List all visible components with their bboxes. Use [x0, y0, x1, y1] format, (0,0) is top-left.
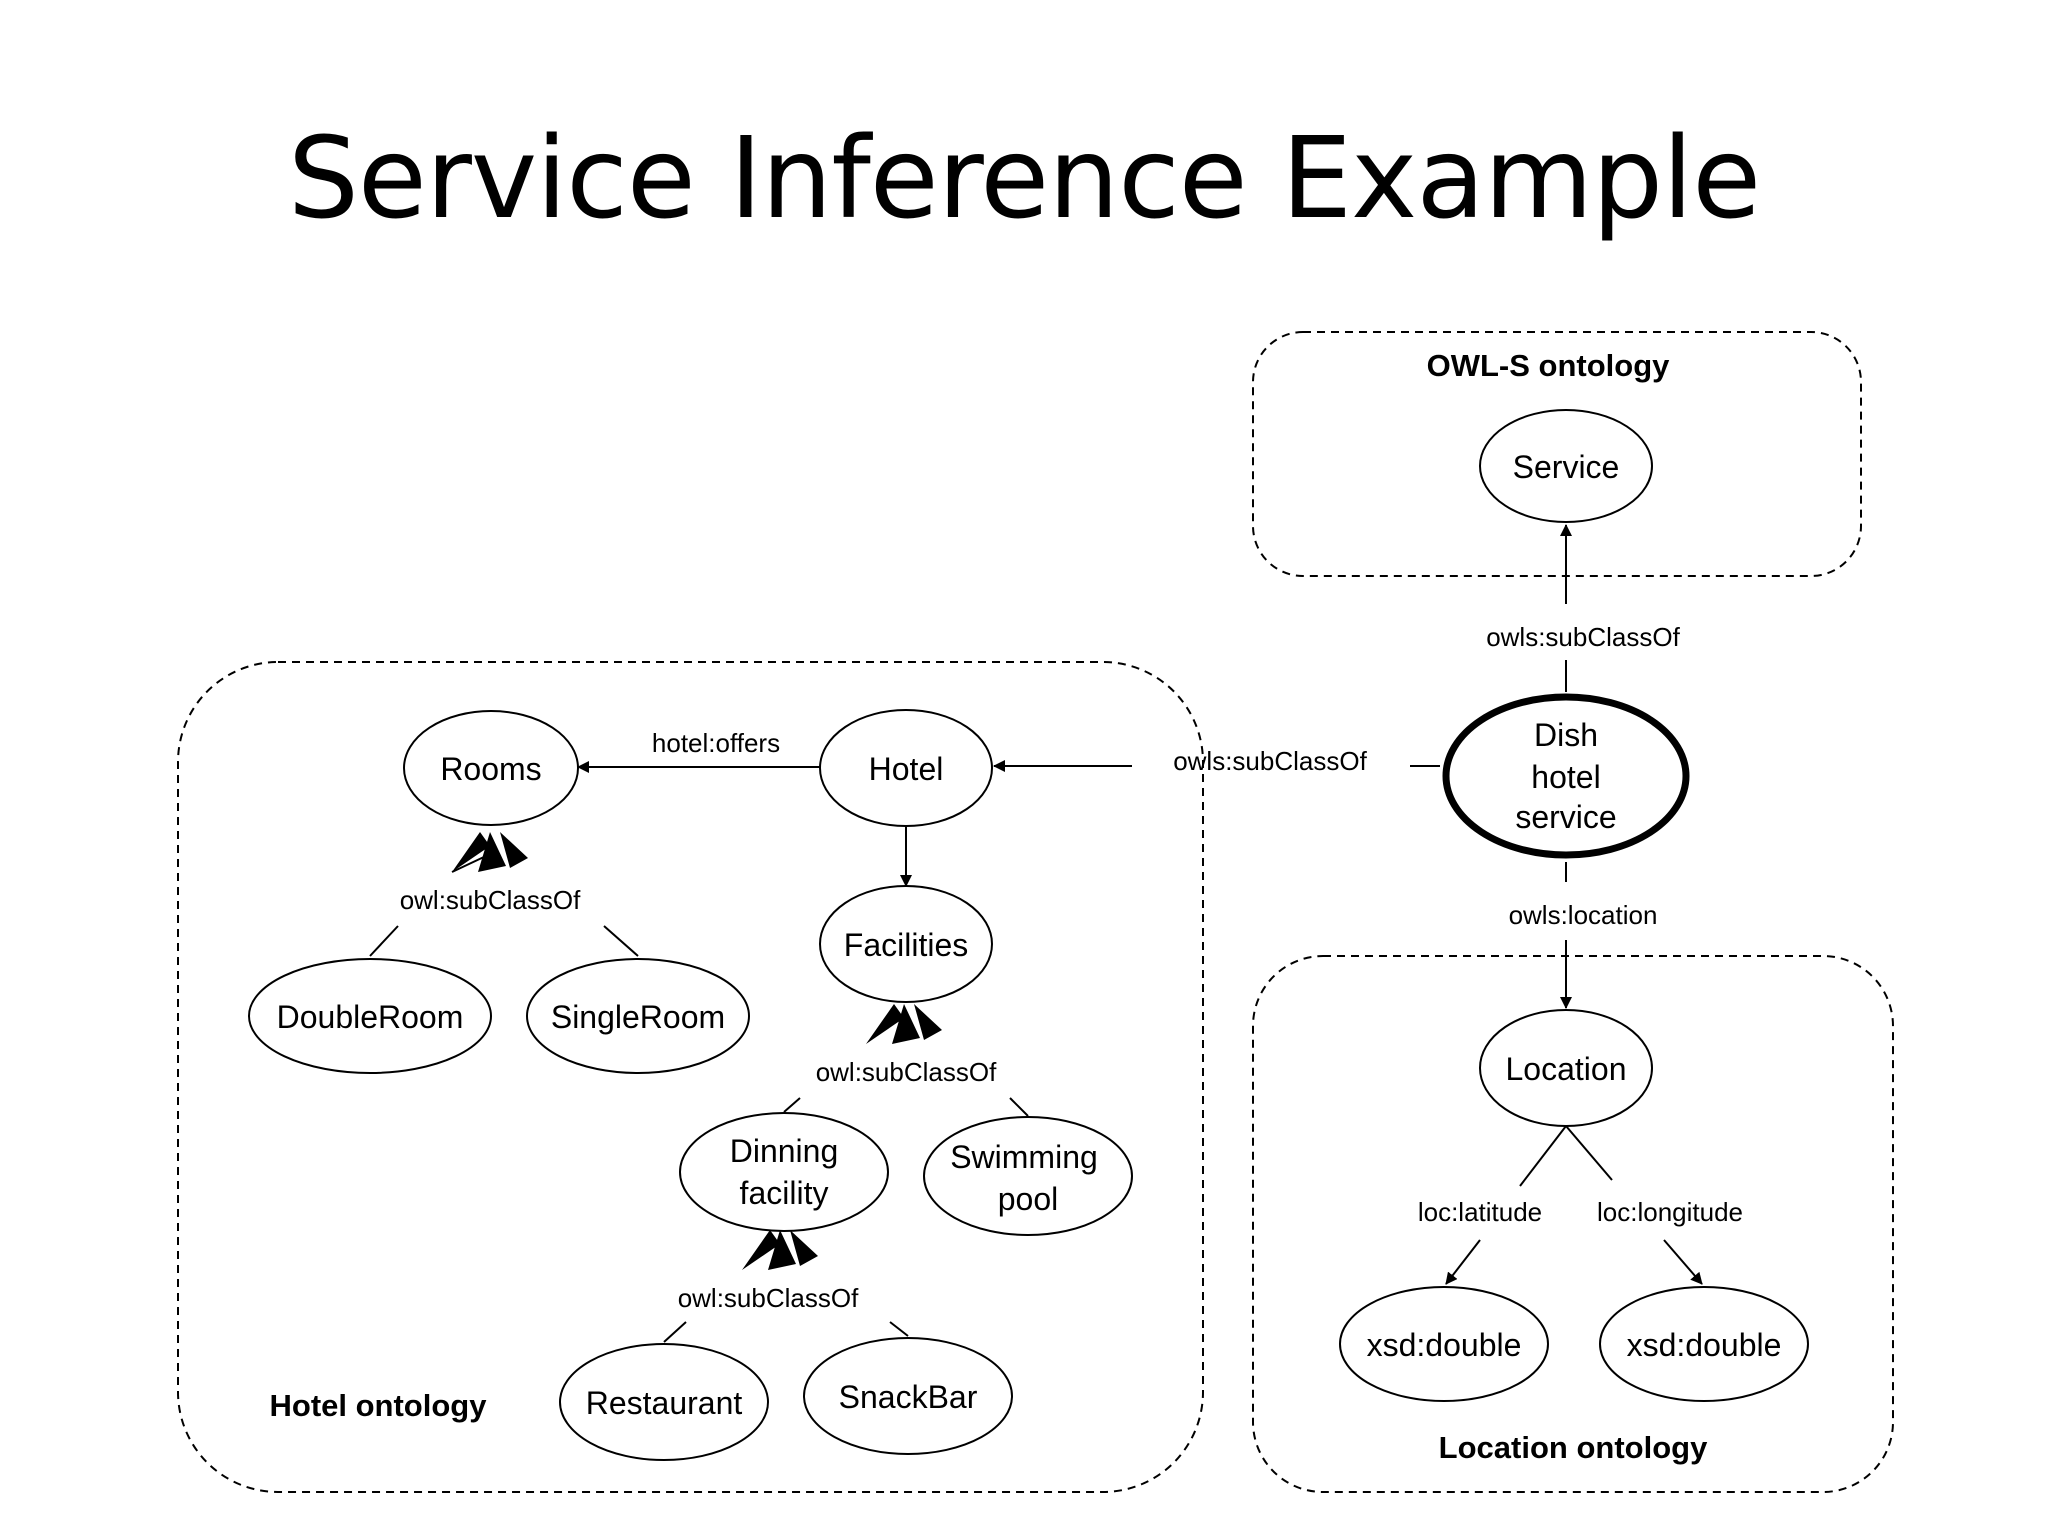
- node-hotel: Hotel: [819, 709, 993, 827]
- subclass-line-doubleroom: [369, 925, 399, 957]
- edge-label-dinning-subclass: owl:subClassOf: [678, 1283, 859, 1313]
- node-facilities: Facilities: [819, 885, 993, 1003]
- owls-ontology-box: [1252, 331, 1862, 577]
- node-location-label: Location: [1506, 1051, 1627, 1087]
- node-xsd-double-longitude: xsd:double: [1599, 1286, 1809, 1402]
- subclass-line-snackbar: [889, 1321, 909, 1337]
- edge-label-latitude: loc:latitude: [1418, 1197, 1542, 1227]
- node-dish-line-2: hotel: [1531, 759, 1600, 795]
- node-singleroom: SingleRoom: [526, 958, 750, 1074]
- node-dish-line-1: Dish: [1534, 717, 1598, 753]
- node-dinning-line-2: facility: [740, 1175, 829, 1211]
- subclass-line-singleroom: [603, 925, 639, 957]
- node-xsd-lat-label: xsd:double: [1367, 1327, 1522, 1363]
- location-ontology-box: [1252, 955, 1894, 1493]
- subclass-arrowheads-dinning: [742, 1230, 818, 1270]
- node-xsd-double-latitude: xsd:double: [1339, 1286, 1549, 1402]
- subclass-arrowheads-facilities: [866, 1004, 942, 1044]
- edge-label-hotel-offers: hotel:offers: [652, 728, 780, 758]
- node-dinning-facility: Dinning facility: [679, 1112, 889, 1232]
- edge-location-longitude-upper: [1565, 1125, 1613, 1181]
- node-swimming-line-2: pool: [998, 1181, 1059, 1217]
- node-restaurant: Restaurant: [559, 1343, 769, 1461]
- subclass-line-rooms-left: [451, 855, 487, 873]
- node-rooms: Rooms: [403, 710, 579, 826]
- edge-longitude-to-xsd: [1663, 1239, 1703, 1285]
- node-facilities-label: Facilities: [844, 927, 968, 963]
- subclass-line-dinning: [783, 1097, 801, 1113]
- subclass-arrowheads-rooms: [452, 832, 528, 872]
- slide-title: Service Inference Example: [287, 114, 1761, 244]
- owls-ontology-label: OWL-S ontology: [1427, 348, 1671, 383]
- hotel-ontology-label: Hotel ontology: [270, 1388, 488, 1423]
- node-rooms-label: Rooms: [440, 751, 541, 787]
- node-service: Service: [1479, 409, 1653, 523]
- node-swimming-line-1: Swimming: [950, 1139, 1098, 1175]
- edge-latitude-to-xsd: [1445, 1239, 1481, 1285]
- hotel-ontology-box: [177, 661, 1204, 1493]
- subclass-line-swimming: [1009, 1097, 1029, 1117]
- node-dish-hotel-service: Dish hotel service: [1442, 693, 1690, 859]
- node-swimming-pool: Swimming pool: [923, 1116, 1133, 1236]
- node-singleroom-label: SingleRoom: [551, 999, 725, 1035]
- node-snackbar: SnackBar: [803, 1337, 1013, 1455]
- subclass-line-restaurant: [663, 1321, 687, 1343]
- edge-label-dish-service: owls:subClassOf: [1486, 622, 1680, 652]
- node-dinning-line-1: Dinning: [730, 1133, 839, 1169]
- edge-label-longitude: loc:longitude: [1597, 1197, 1743, 1227]
- node-doubleroom: DoubleRoom: [248, 958, 492, 1074]
- node-xsd-lon-label: xsd:double: [1627, 1327, 1782, 1363]
- edge-label-dish-location: owls:location: [1509, 900, 1658, 930]
- edge-label-facilities-subclass: owl:subClassOf: [816, 1057, 997, 1087]
- edge-location-latitude-upper: [1519, 1125, 1567, 1187]
- edge-label-rooms-subclass: owl:subClassOf: [400, 885, 581, 915]
- node-snackbar-label: SnackBar: [839, 1379, 978, 1415]
- node-service-label: Service: [1513, 449, 1620, 485]
- node-hotel-label: Hotel: [869, 751, 944, 787]
- node-doubleroom-label: DoubleRoom: [277, 999, 464, 1035]
- node-dish-line-3: service: [1515, 799, 1616, 835]
- node-location: Location: [1479, 1009, 1653, 1127]
- node-restaurant-label: Restaurant: [586, 1385, 743, 1421]
- location-ontology-label: Location ontology: [1439, 1430, 1708, 1465]
- edge-label-dish-hotel: owls:subClassOf: [1173, 746, 1367, 776]
